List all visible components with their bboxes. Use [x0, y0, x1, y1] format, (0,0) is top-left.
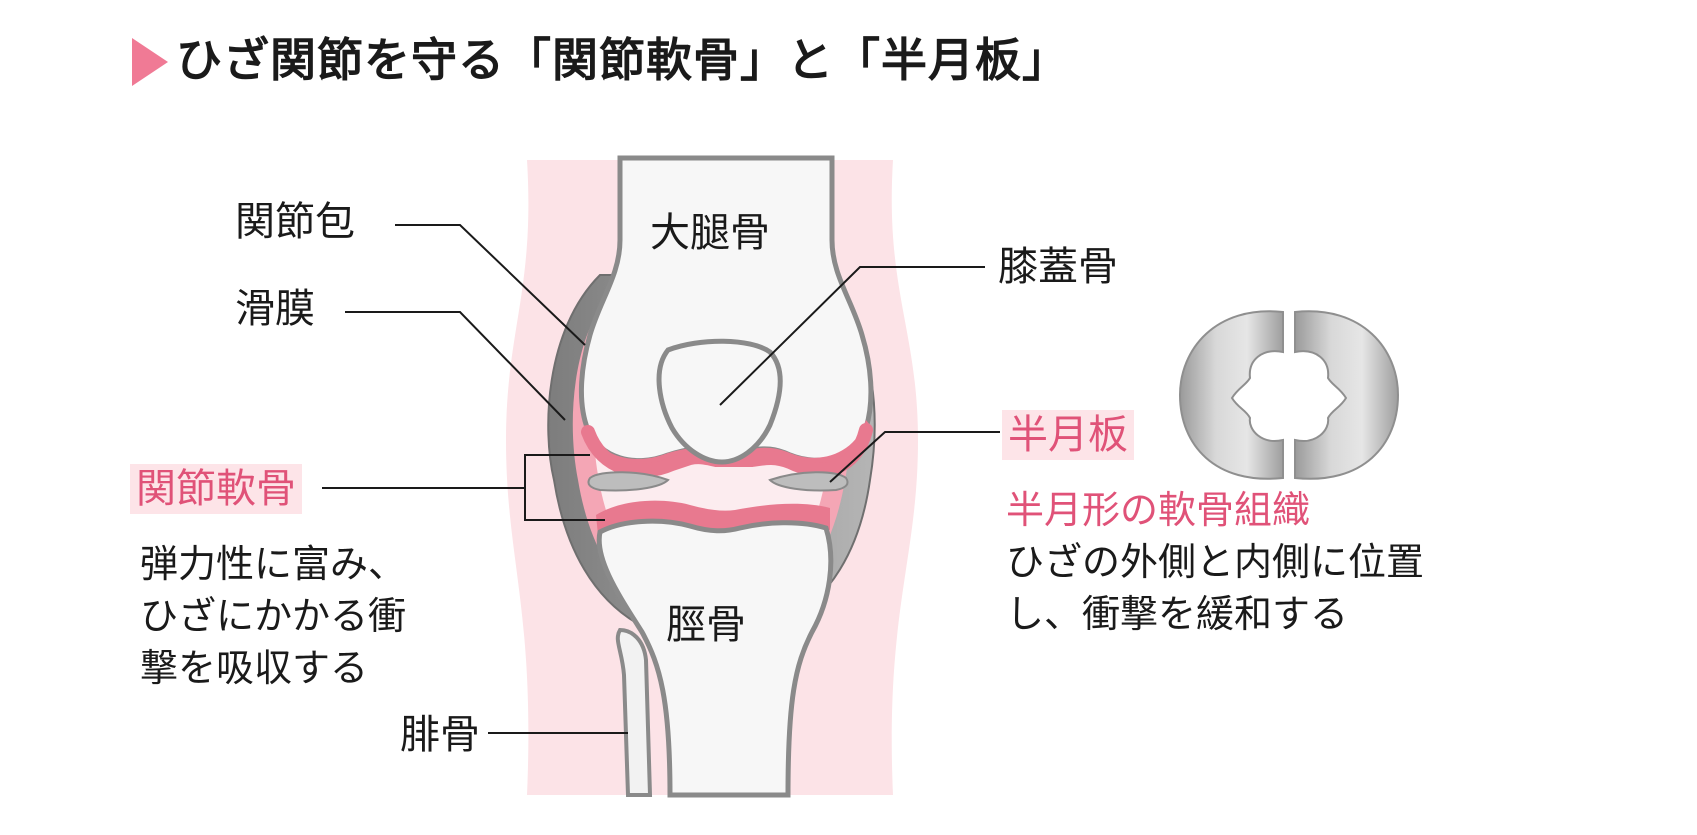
meniscus-desc-line: し、衝撃を緩和する — [1006, 592, 1349, 636]
patella-bone — [656, 338, 783, 465]
leader-patella — [719, 266, 985, 406]
leader-meniscus — [829, 431, 1000, 483]
tibia-bone — [596, 518, 834, 798]
meniscus-desc-heading: 半月形の軟骨組織 — [1006, 488, 1311, 532]
page-title: ひざ関節を守る「関節軟骨」と「半月板」 — [176, 33, 1069, 87]
leader-capsule — [395, 224, 586, 346]
cartilage-desc-line: ひざにかかる衝 — [140, 594, 407, 638]
meniscus-outer — [587, 471, 670, 492]
label-femur: 大腿骨 — [650, 210, 770, 256]
meniscus-inner — [768, 471, 849, 492]
cartilage-desc-line: 撃を吸収する — [140, 646, 369, 690]
meniscus-right-half — [1294, 310, 1400, 480]
label-patella: 膝蓋骨 — [998, 244, 1118, 290]
meniscus-desc-line: ひざの外側と内側に位置 — [1006, 540, 1425, 584]
leader-cartilage-bracket — [524, 454, 605, 521]
label-synovium: 滑膜 — [235, 286, 315, 332]
title-marker-icon — [132, 38, 168, 86]
label-articular-cartilage: 関節軟骨 — [130, 464, 302, 514]
label-fibula: 腓骨 — [400, 712, 480, 758]
meniscus-description: 半月形の軟骨組織 ひざの外側と内側に位置 し、衝撃を緩和する — [1006, 484, 1424, 640]
cartilage-description: 弾力性に富み、 ひざにかかる衝 撃を吸収する — [140, 538, 406, 694]
meniscus-left-half — [1178, 310, 1284, 480]
leader-synovium — [345, 311, 566, 421]
meniscus-top-view-illustration — [1178, 310, 1400, 480]
label-joint-capsule: 関節包 — [235, 199, 355, 245]
tibia-cartilage — [596, 500, 830, 535]
fibula-bone — [615, 627, 653, 797]
label-tibia: 脛骨 — [666, 602, 746, 648]
label-meniscus: 半月板 — [1002, 410, 1134, 460]
cartilage-desc-line: 弾力性に富み、 — [140, 542, 407, 586]
